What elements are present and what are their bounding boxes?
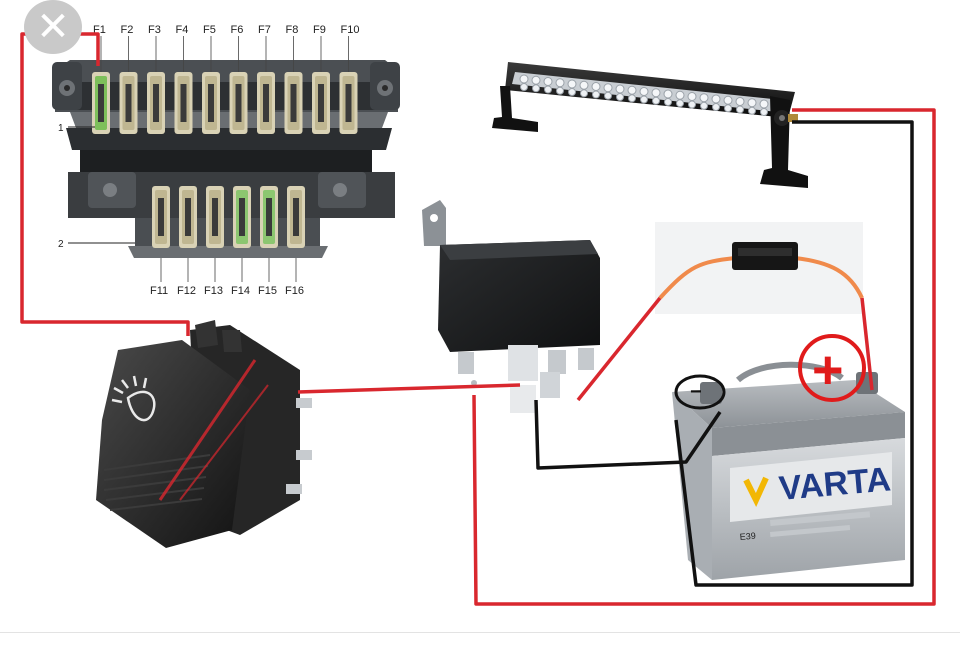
fuse-label-bottom: F12 [177,285,196,297]
fuse-label-top: F2 [121,24,134,36]
fuse-label-bottom: F14 [231,285,250,297]
negative-symbol: − [690,381,702,403]
battery: VARTA E39 [672,361,905,580]
relay [422,200,600,413]
row-marker-2: 2 [58,239,64,250]
fuse-top [202,72,220,134]
fuse-label-top: F8 [286,24,299,36]
divider [0,632,960,633]
fuse-label-bottom: F16 [285,285,304,297]
close-icon: ✕ [36,4,70,50]
fuse-label-top: F9 [313,24,326,36]
fuse-bottom [233,186,251,248]
led-light-bar [492,62,808,188]
close-button[interactable]: ✕ [24,0,82,54]
fuse-label-bottom: F15 [258,285,277,297]
fuse-top [92,72,110,134]
fuse-label-bottom: F11 [150,285,168,297]
fuse-bottom [152,186,170,248]
varta-logo [743,476,769,507]
fuse-bottom [179,186,197,248]
fuse-top [147,72,165,134]
inline-fuse-holder [655,222,864,314]
negative-terminal-marker: − [674,374,726,410]
headlight-icon [111,375,156,422]
positive-terminal-marker: + [798,334,866,402]
fuse-top [257,72,275,134]
fuse-bottom [206,186,224,248]
positive-symbol: + [812,340,844,400]
headlight-rocker-switch [96,320,312,548]
fuse-top [229,72,248,134]
fuse-top [174,72,193,134]
ground-wires [534,120,914,587]
fuse-label-top: F7 [258,24,271,36]
fuse-label-top: F6 [231,24,244,36]
battery-model-code: E39 [739,531,756,542]
fuse-label-top: F10 [341,24,360,36]
fuse-top [119,72,138,134]
fuse-bottom [287,186,305,248]
fuse-top [339,72,358,134]
fuse-label-top: F5 [203,24,216,36]
row-marker-1: 1 [58,123,64,134]
fuse-top [312,72,330,134]
fuse-bottom [260,186,278,248]
fuse-label-bottom: F13 [204,285,223,297]
fuse-label-top: F3 [148,24,161,36]
fuse-label-top: F4 [176,24,189,36]
positive-wires [20,32,936,606]
fuse-top [284,72,303,134]
